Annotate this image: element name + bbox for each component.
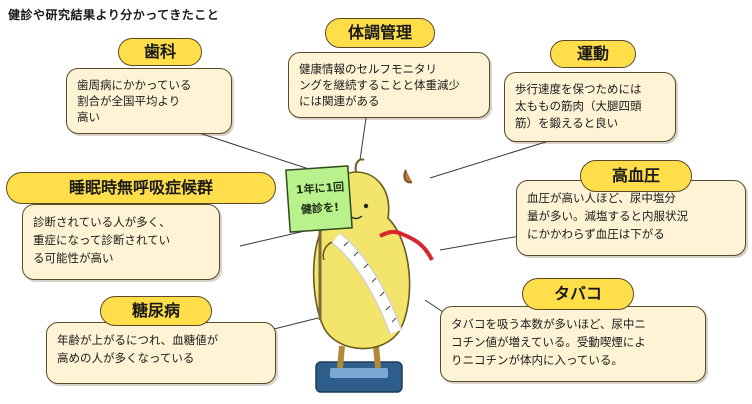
topic-dental-line: 歯周病にかかっている — [77, 78, 192, 92]
topic-tobacco-bubble: タバコを吸う本数が多いほど、尿中ニ コチン値が増えている。受動喫煙によ りニコチ… — [440, 306, 706, 382]
topic-bp-label: 高血圧 — [580, 160, 692, 192]
topic-apnea-line: 重症になって診断されてい — [33, 233, 171, 247]
topic-exercise-line: 太ももの筋肉（大腿四頭 — [515, 99, 642, 113]
topic-diabetes-label: 糖尿病 — [100, 296, 212, 326]
topic-bp-bubble: 血圧が高い人ほど、尿中塩分 量が多い。減塩すると内服状況 にかかわらず血圧は下が… — [516, 180, 746, 256]
topic-exercise-label: 運動 — [550, 40, 636, 68]
topic-dental-bubble: 歯周病にかかっている 割合が全国平均より 高い — [66, 68, 232, 134]
topic-diabetes-line: 年齢が上がるにつれ、血糖値が — [57, 333, 219, 347]
topic-tobacco-line: タバコを吸う本数が多いほど、尿中ニ — [451, 317, 646, 331]
topic-health-line: 健康情報のセルフモニタリ — [299, 62, 437, 76]
topic-dental-line: 高い — [77, 110, 100, 124]
topic-exercise-line: 筋）を鍛えると良い — [515, 116, 619, 130]
topic-health-label: 体調管理 — [325, 18, 435, 48]
topic-apnea-line: る可能性が高い — [33, 251, 114, 265]
topic-bp-line: にかかわらず血圧は下がる — [527, 227, 665, 241]
topic-health-line: ングを継続することと体重減少 — [299, 78, 460, 92]
topic-tobacco-line: りニコチンが体内に入っている。 — [451, 353, 623, 367]
topic-dental-label: 歯科 — [118, 38, 202, 66]
topic-dental-line: 割合が全国平均より — [77, 94, 181, 108]
topic-diabetes-line: 高めの人が多くなっている — [57, 351, 195, 365]
topic-tobacco-line: コチン値が増えている。受動喫煙によ — [451, 335, 646, 349]
topic-apnea-line: 診断されている人が多く、 — [33, 215, 171, 229]
page-title: 健診や研究結果より分かってきたこと — [8, 8, 220, 22]
topic-bp-line: 量が多い。減塩すると内服状況 — [527, 209, 688, 223]
topic-apnea-label: 睡眠時無呼吸症候群 — [6, 172, 276, 204]
topic-exercise-line: 歩行速度を保つためには — [515, 82, 642, 96]
topic-health-line: には関連がある — [299, 94, 380, 108]
mascot-figure-icon — [285, 158, 434, 393]
topic-tobacco-label: タバコ — [522, 278, 634, 310]
topic-bp-line: 血圧が高い人ほど、尿中塩分 — [527, 191, 676, 205]
mascot-illustration: 1年に1回 健診を! — [284, 150, 444, 400]
topic-apnea-bubble: 診断されている人が多く、 重症になって診断されてい る可能性が高い — [22, 204, 220, 280]
topic-exercise-bubble: 歩行速度を保つためには 太ももの筋肉（大腿四頭 筋）を鍛えると良い — [504, 72, 676, 142]
topic-health-bubble: 健康情報のセルフモニタリ ングを継続することと体重減少 には関連がある — [288, 52, 490, 118]
topic-diabetes-bubble: 年齢が上がるにつれ、血糖値が 高めの人が多くなっている — [46, 322, 276, 384]
